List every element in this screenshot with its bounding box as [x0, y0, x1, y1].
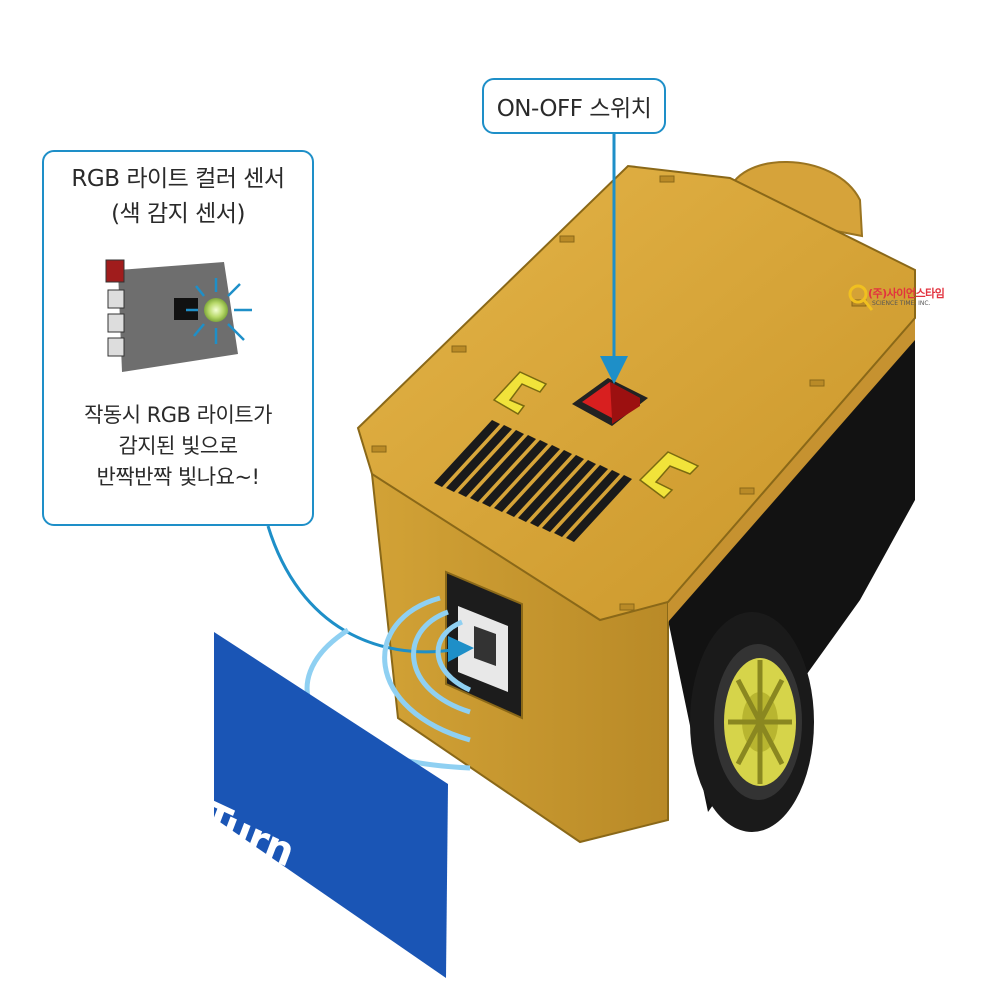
switch-callout: ON-OFF 스위치: [482, 78, 666, 134]
switch-arrow: [600, 134, 628, 384]
sensor-callout: RGB 라이트 컬러 센서 (색 감지 센서) 작동시 RGB 라이트가 감지된…: [42, 150, 314, 526]
sensor-desc-line3: 반짝반짝 빛나요~!: [96, 465, 260, 489]
wheel: [690, 612, 814, 832]
vent-slots: [434, 420, 632, 542]
switch-callout-label: ON-OFF 스위치: [496, 96, 652, 122]
on-off-switch: [572, 378, 648, 426]
rear-bumper: [727, 161, 864, 238]
bracket-left: [492, 371, 548, 415]
brand-logo-subtext: SCIENCE TIME, INC.: [872, 300, 931, 307]
brand-logo: [848, 284, 874, 311]
color-sensor: [445, 570, 523, 720]
sensor-board-image: [105, 259, 252, 372]
bracket-right: [638, 451, 700, 499]
sensor-callout-description: 작동시 RGB 라이트가 감지된 빛으로 반짝반짝 빛나요~!: [44, 400, 312, 493]
brand-logo-text: (주)사이언스타임: [868, 287, 945, 300]
turn-right-card: [214, 632, 448, 978]
sensor-callout-title: RGB 라이트 컬러 센서 (색 감지 센서): [44, 162, 312, 232]
sensor-title-line1: RGB 라이트 컬러 센서: [71, 166, 285, 192]
sensor-title-line2: (색 감지 센서): [111, 201, 245, 227]
sensor-desc-line1: 작동시 RGB 라이트가: [84, 403, 272, 427]
sensor-desc-line2: 감지된 빛으로: [118, 434, 238, 458]
